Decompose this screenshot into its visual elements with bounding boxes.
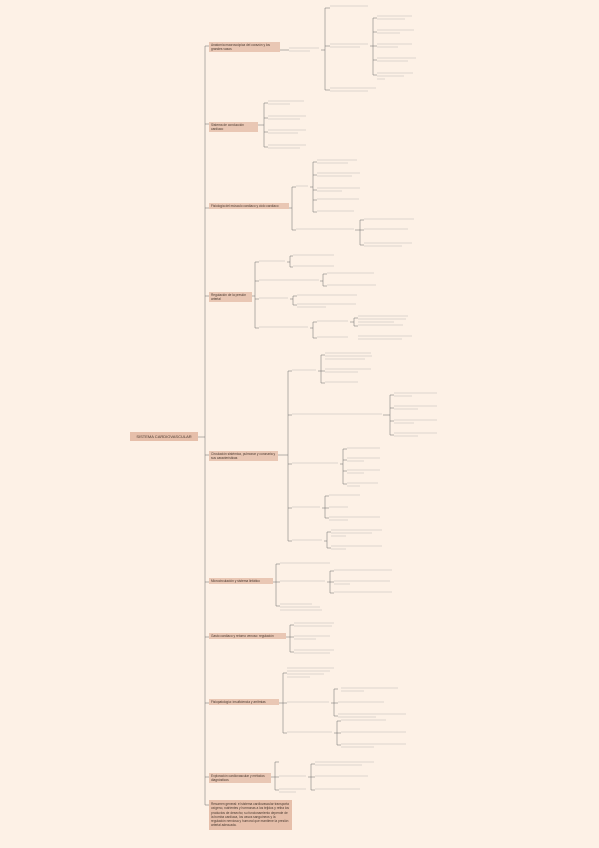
category-node-c6[interactable]: Microcirculación y sistema linfático (209, 578, 273, 584)
root-node[interactable]: SISTEMA CARDIOVASCULAR (130, 432, 198, 441)
category-node-c8[interactable]: Fisiopatología: insuficiencia y arritmia… (209, 699, 279, 705)
summary-note: Resumen general: el sistema cardiovascul… (209, 800, 292, 830)
category-node-c1[interactable]: Anatomía macroscópica del corazón y los … (209, 42, 280, 52)
category-node-c7[interactable]: Gasto cardíaco y retorno venoso: regulac… (209, 633, 286, 639)
category-node-c3[interactable]: Fisiología del músculo cardíaco y ciclo … (209, 203, 289, 209)
category-node-c5[interactable]: Circulación sistémica, pulmonar y corona… (209, 451, 278, 461)
category-node-c2[interactable]: Sistema de conducción cardíaco (209, 122, 258, 132)
category-node-c4[interactable]: Regulación de la presión arterial (209, 292, 252, 302)
category-node-c9[interactable]: Exploración cardiovascular y métodos dia… (209, 773, 271, 783)
